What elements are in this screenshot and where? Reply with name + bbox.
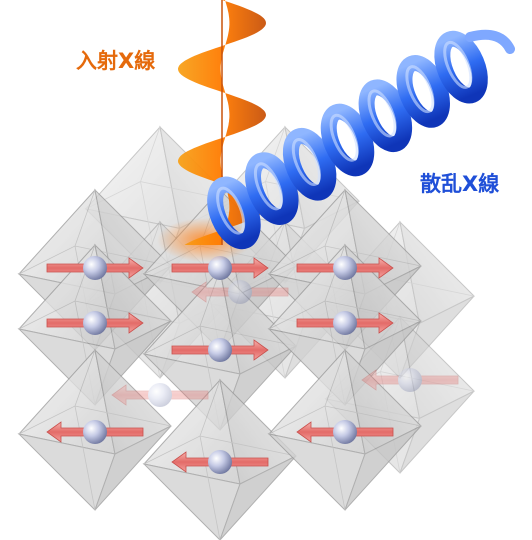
spin-arrow-icon [296,256,394,280]
atom-sphere-icon [333,420,357,444]
spin-arrow-icon [171,450,269,474]
spin-arrow-icon [111,383,209,407]
spin-arrow-icon [191,280,289,304]
atom-sphere-icon [208,256,232,280]
spin-arrow-icon [361,368,459,392]
atom-sphere-icon [208,450,232,474]
spin-arrow-icon [171,256,269,280]
helix-turn [434,30,488,104]
scattered-xray-helix-icon [207,29,515,250]
helix-turn [396,55,450,128]
atom-sphere-icon [83,311,107,335]
atom-sphere-icon [333,311,357,335]
spin-arrow-icon [171,338,269,362]
spin-layer [46,256,459,474]
atom-sphere-icon [148,383,172,407]
spin-arrow-icon [296,420,394,444]
atom-sphere-icon [228,280,252,304]
helix-turn [282,127,337,201]
spin-arrow-icon [296,311,394,335]
atom-sphere-icon [208,338,232,362]
helix-turn [320,103,375,177]
atom-sphere-icon [83,256,107,280]
scattered-xray-label: 散乱X線 [420,172,500,196]
atom-sphere-icon [398,368,422,392]
helix-turn [207,176,261,250]
spin-arrow-icon [46,311,144,335]
atom-sphere-icon [83,420,107,444]
spin-arrow-icon [46,420,144,444]
helix-turn [358,79,413,153]
spin-arrow-icon [46,256,144,280]
incident-xray-label: 入射X線 [76,49,156,73]
atom-sphere-icon [333,256,357,280]
helix-turn [245,152,299,225]
